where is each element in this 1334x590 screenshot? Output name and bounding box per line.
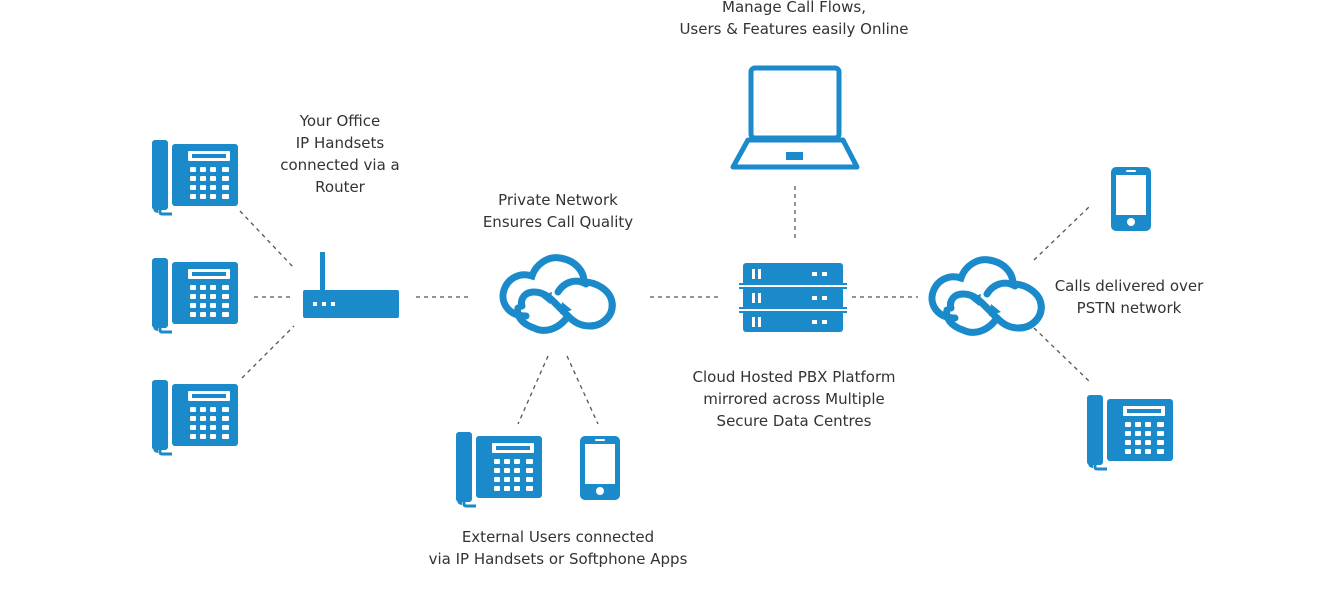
- connector-pstn-mobile: [1033, 205, 1091, 261]
- desk-phone-icon: [150, 138, 240, 216]
- management-label: Manage Call Flows, Users & Features easi…: [679, 0, 909, 38]
- connector-cloud-external-phone: [517, 355, 549, 425]
- desk-phone-icon: [454, 430, 544, 508]
- connector-pstn-deskphone: [1033, 327, 1091, 383]
- cloud-sync-icon: [932, 260, 1041, 333]
- desk-phone-icon: [1085, 393, 1175, 471]
- mobile-phone-icon: [580, 436, 620, 500]
- cloud-sync-icon: [503, 258, 612, 331]
- desk-phone-icon: [150, 256, 240, 334]
- external-users-label: External Users connected via IP Handsets…: [428, 528, 688, 568]
- platform-label: Cloud Hosted PBX Platform mirrored acros…: [692, 368, 896, 430]
- desk-phone-icon: [150, 378, 240, 456]
- connector-cloud-external-mobile: [566, 355, 599, 425]
- connector-phone1-router: [239, 210, 295, 269]
- mobile-phone-icon: [1111, 167, 1151, 231]
- office-label: Your Office IP Handsets connected via a …: [280, 112, 400, 196]
- private-network-label: Private Network Ensures Call Quality: [482, 191, 634, 231]
- router-icon: [303, 252, 399, 318]
- connector-phone3-router: [241, 325, 295, 379]
- pstn-label: Calls delivered over PSTN network: [1054, 277, 1204, 317]
- laptop-icon: [730, 65, 860, 170]
- server-stack-icon: [739, 263, 847, 332]
- connector-lines: [239, 186, 1091, 425]
